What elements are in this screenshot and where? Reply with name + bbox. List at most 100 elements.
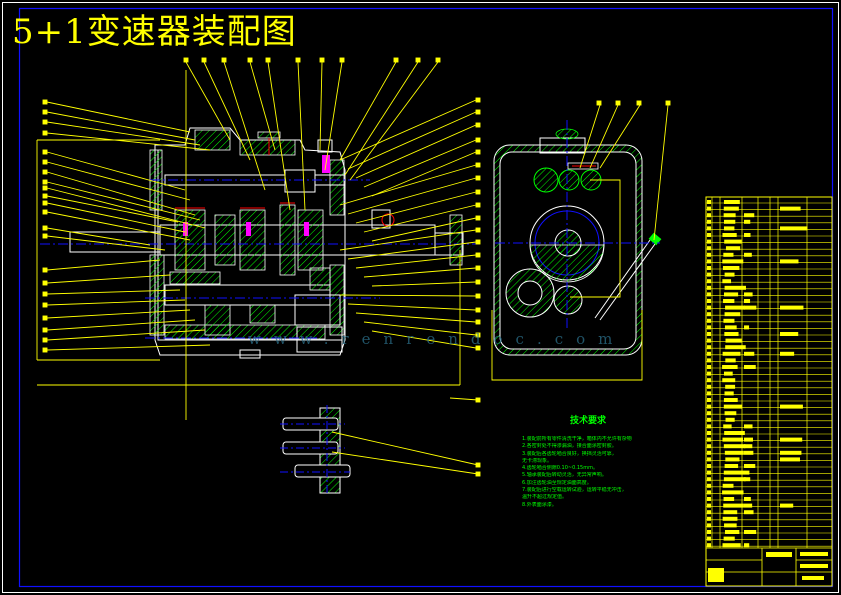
table-cell-text [723,536,735,541]
table-cell-text [725,384,736,389]
table-cell-text [707,233,711,237]
table-cell-text [707,437,711,442]
table-cell-text [722,490,744,495]
table-cell-text [707,206,711,211]
part-balloon [42,327,48,333]
leader-line [46,211,191,241]
table-cell-text [707,259,711,264]
part-balloon [42,200,48,206]
table-cell-text [707,365,711,369]
table-cell-text [707,523,711,528]
leader-line [46,235,166,251]
table-cell-text [707,371,711,376]
part-balloon [42,149,48,155]
side-section-view [491,100,671,381]
table-cell-text [744,543,750,548]
table-cell-text [724,450,744,455]
table-cell-text [707,530,711,534]
table-cell-text [722,351,741,356]
table-cell-text [722,483,734,488]
table-cell-text [780,259,799,264]
leader-line [347,303,477,311]
leader-line [363,139,477,188]
table-cell-text [724,239,742,244]
part-balloon [475,307,481,313]
leader-line [371,217,477,242]
table-cell-text [744,292,753,297]
table-cell-text [744,470,750,475]
leader-line [46,289,181,295]
leader-line [363,267,477,278]
table-cell-text [707,226,711,231]
table-cell-text [780,332,799,336]
table-cell-text [723,510,738,515]
table-cell-text [723,497,735,501]
table-cell-text [780,503,794,508]
technical-requirements-heading: 技术要求 [570,416,607,426]
table-cell-text [723,206,739,211]
part-balloon [42,109,48,115]
leader-line [339,294,477,297]
requirement-item: 2.各密封处不得渗漏油，接合面涂密封胶。 [522,443,617,450]
leader-line [355,124,477,179]
table-cell-text [744,325,750,330]
leader-line [297,61,306,211]
requirement-item: 4.齿轮啮合侧隙0.10~0.15mm。 [522,465,598,472]
table-cell-text [707,450,711,455]
table-cell-text [707,497,711,501]
table-cell-text [725,246,741,251]
leader-line [339,229,477,251]
table-cell-text [723,404,743,409]
table-cell-text [723,503,744,508]
leader-line [46,299,186,306]
leader-line [319,61,323,151]
part-balloon [42,159,48,165]
parts-list-table [705,196,833,587]
table-cell-text [724,411,737,416]
table-cell-text [707,285,711,290]
table-cell-text [707,318,711,323]
table-cell-text [722,259,744,264]
part-balloon [475,239,481,245]
table-cell-text [725,417,735,422]
leader-line [344,61,419,176]
table-cell-text [707,252,711,257]
table-cell-text [724,464,739,468]
table-cell-text [707,279,711,284]
table-cell-text [744,233,751,237]
table-cell-text [724,391,734,396]
table-cell-text [723,226,735,231]
table-cell-text [780,305,804,310]
part-balloon [475,252,481,258]
table-cell-text [707,510,711,515]
part-balloon [475,149,481,155]
part-balloon [42,179,48,185]
requirement-item: 无卡滞现象。 [522,457,553,464]
leader-line [355,312,477,323]
part-balloon [475,137,481,143]
table-cell-text [707,292,711,297]
part-balloon [42,291,48,297]
table-cell-text [707,239,711,244]
detail-view [280,397,481,495]
part-balloon [221,57,227,63]
table-cell-text [723,219,736,224]
requirement-item: 1.装配前所有零件清洗干净，箱体内不允许有杂物。 [522,436,632,442]
part-balloon [475,293,481,299]
table-cell-text [707,483,711,488]
table-cell-text [723,292,739,297]
table-cell-text [707,543,711,548]
part-balloon [475,319,481,325]
leader-line [46,259,161,271]
table-cell-text [780,351,795,356]
table-cell-text [723,398,738,402]
table-cell-text [744,424,753,429]
table-cell-text [707,200,711,204]
part-balloon [475,109,481,115]
part-balloon [475,279,481,285]
leader-line [46,274,171,284]
part-balloon [415,57,421,63]
table-cell-text [707,246,711,251]
table-cell-text [744,530,757,534]
